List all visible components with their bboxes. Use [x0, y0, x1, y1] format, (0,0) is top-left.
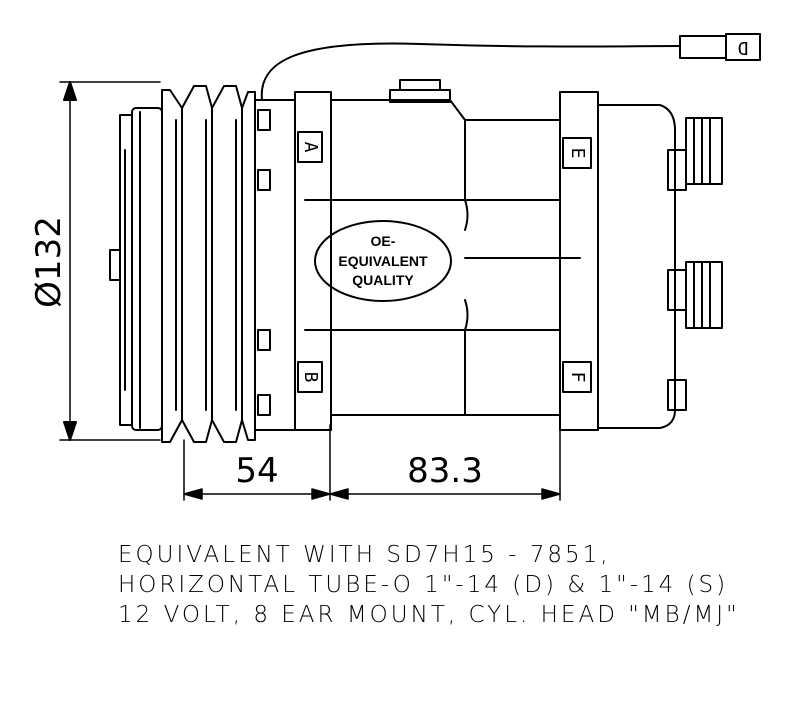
badge-line-2: EQUIVALENT: [338, 253, 428, 269]
diameter-label: Ø132: [29, 216, 69, 308]
port-e-label: E: [567, 148, 588, 159]
pulley-width-label: 54: [235, 451, 278, 491]
electrical-wire: [260, 42, 681, 101]
port-b-label: B: [300, 372, 321, 383]
compressor-body: [304, 79, 581, 416]
connector-label: D: [738, 37, 749, 58]
oe-badge-outline: [314, 220, 452, 302]
spec-note-line-1: EQUIVALENT WITH SD7H15 - 7851,: [118, 542, 611, 568]
pulley: [161, 85, 256, 443]
port-f-box: [562, 361, 592, 393]
spec-note-line-3: 12 VOLT, 8 EAR MOUNT, CYL. HEAD "MB/MJ": [118, 602, 740, 628]
port-a-box: [297, 131, 323, 163]
port-f-label: F: [567, 372, 588, 383]
clutch-plate: [109, 107, 163, 431]
badge-line-1: OE-: [371, 233, 396, 249]
port-b-box: [297, 361, 323, 393]
spec-note-line-2: HORIZONTAL TUBE-O 1"-14 (D) & 1"-14 (S): [118, 572, 729, 598]
port-e-box: [562, 137, 592, 169]
wire-connector: [679, 35, 727, 59]
diameter-dimension-line: [59, 81, 161, 441]
badge-line-3: QUALITY: [352, 272, 414, 288]
suction-discharge-fittings: [685, 117, 723, 329]
body-length-label: 83.3: [407, 451, 483, 491]
width-dimension-lines: [183, 424, 561, 501]
port-a-label: A: [300, 142, 321, 153]
spec-notes: EQUIVALENT WITH SD7H15 - 7851, HORIZONTA…: [118, 540, 788, 630]
wire-connector-plug: [725, 33, 761, 61]
